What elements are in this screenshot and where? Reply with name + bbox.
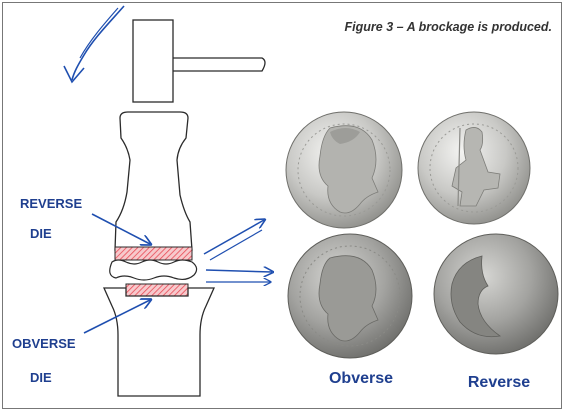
reverse-die-face [114, 246, 193, 261]
obverse-die-label-line2: DIE [30, 370, 52, 385]
lower-result-arrow-icon [205, 270, 272, 282]
coin-bottom-reverse-brockage-photo [433, 233, 559, 355]
obverse-die-label-line1: OBVERSE [12, 336, 76, 351]
reverse-die-icon [114, 111, 193, 251]
coin-label-obverse: Obverse [328, 370, 394, 387]
motion-arrow-icon [63, 5, 125, 84]
reverse-die-label-line2: DIE [30, 226, 52, 241]
reverse-die-pointer-arrow [91, 213, 150, 244]
obverse-die-pointer-arrow [83, 300, 150, 334]
reverse-die-label-line1: REVERSE [20, 196, 83, 211]
obverse-die-face [125, 283, 189, 297]
coin-label-reverse: Reverse [467, 374, 531, 391]
coin-bottom-obverse-photo [287, 233, 413, 359]
figure-title: Figure 3 – A brockage is produced. [344, 20, 552, 34]
upper-result-arrow-icon [203, 220, 264, 261]
coin-top-reverse-photo [417, 111, 531, 225]
coin-blank-icon [109, 259, 198, 281]
coin-top-obverse-photo [285, 111, 403, 229]
obverse-die-icon [102, 287, 216, 397]
hammer-icon [132, 19, 266, 103]
